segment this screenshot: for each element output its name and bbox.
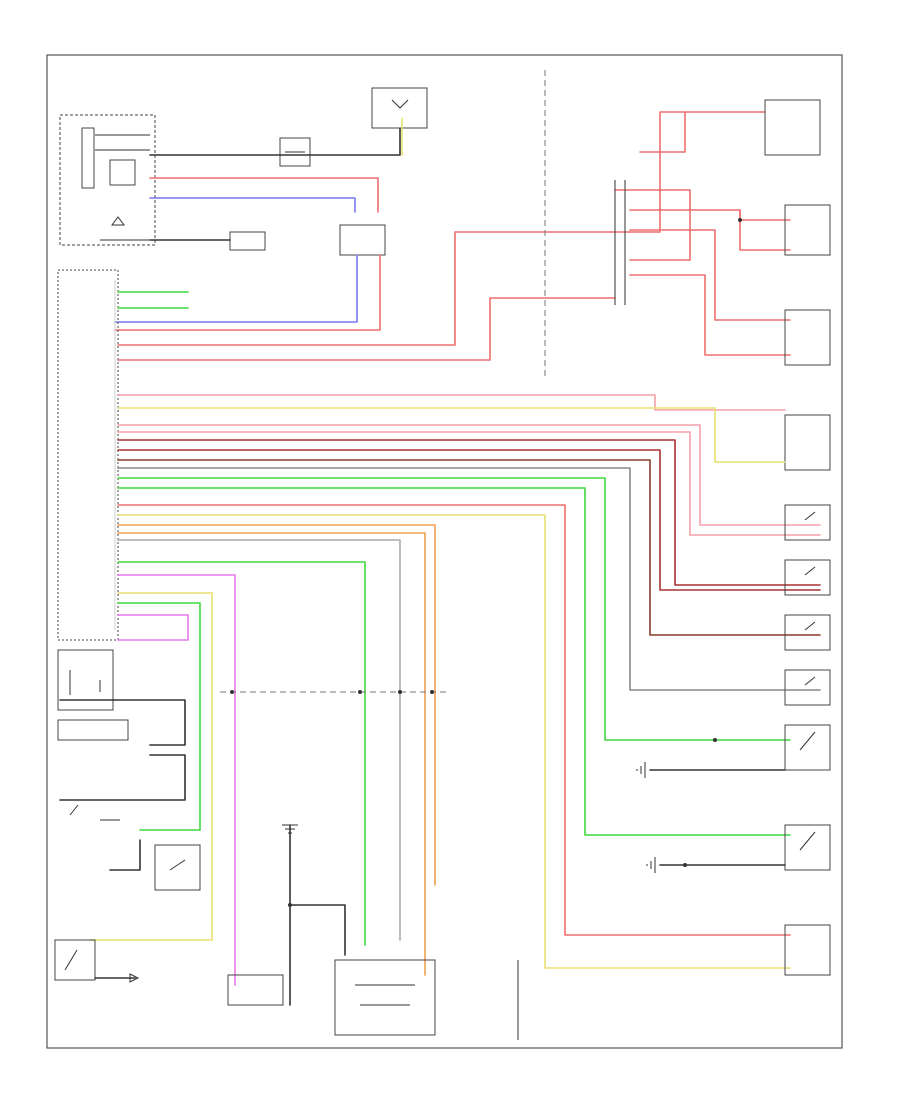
wire-red-top-right-1 xyxy=(117,111,766,346)
right-side-switches xyxy=(784,504,831,976)
fuse-block-top xyxy=(229,87,428,251)
wire-top-black-1 xyxy=(149,127,401,156)
ground-symbols-right xyxy=(636,762,786,873)
bottom-left-components xyxy=(54,649,201,983)
wire-blue-to-connector xyxy=(149,197,356,213)
bottom-center-components xyxy=(227,824,519,1040)
under-hood-fuse-box xyxy=(59,114,156,246)
main-control-module xyxy=(334,959,436,1036)
wire-red-to-connector xyxy=(149,177,379,213)
center-connector xyxy=(339,224,386,256)
wire-pink-mid-1 xyxy=(117,394,786,411)
diagram-frame xyxy=(46,54,843,1049)
wire-green-long-1 xyxy=(117,477,791,741)
junction-dots xyxy=(230,218,742,907)
top-right-modules xyxy=(614,99,831,471)
control-unit-connector-strip xyxy=(57,269,119,641)
